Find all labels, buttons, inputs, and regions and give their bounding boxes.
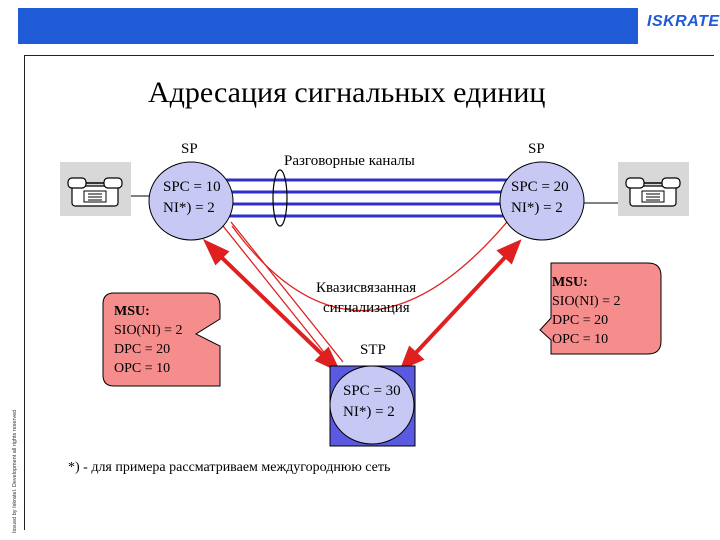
- signalling-links: [222, 215, 513, 367]
- node-right-ni: NI*) = 2: [511, 200, 563, 216]
- frame-left-line: [24, 55, 25, 530]
- msu-arrow-left: [202, 238, 342, 374]
- msu-right-opc: OPC = 10: [552, 332, 609, 347]
- msu-callout-right: [539, 262, 662, 355]
- node-right-spc: SPC = 20: [511, 179, 569, 195]
- node-stp-circle: [329, 365, 415, 445]
- msu-left-text: MSU: SIO(NI) = 2 DPC = 20 OPC = 10: [114, 302, 183, 378]
- msu-callout-left: [102, 292, 221, 387]
- node-stp-ni: NI*) = 2: [343, 404, 395, 420]
- node-left-spc: SPC = 10: [163, 179, 221, 195]
- quasi-associated-label-line1: Квазисвязанная: [316, 280, 417, 296]
- msu-right-text: MSU: SIO(NI) = 2 DPC = 20 OPC = 10: [552, 273, 621, 349]
- voice-trunk-lines: [220, 178, 512, 218]
- msu-right-dpc: DPC = 20: [552, 313, 609, 328]
- msu-left-opc: OPC = 10: [114, 361, 171, 376]
- msu-left-dpc: DPC = 20: [114, 342, 171, 357]
- node-left-ni: NI*) = 2: [163, 200, 215, 216]
- quasi-associated-label-line2: сигнализация: [323, 300, 410, 316]
- msu-left-title: MSU:: [114, 304, 150, 319]
- msu-arrow-right: [399, 239, 522, 371]
- iskratel-logo: ISKRATEL: [647, 13, 720, 30]
- msu-right-title: MSU:: [552, 275, 588, 290]
- telephone-left-icon: [60, 162, 131, 216]
- trunk-group-ellipse: [272, 169, 288, 227]
- node-stp-spc: SPC = 30: [343, 383, 401, 399]
- msu-right-sio: SIO(NI) = 2: [552, 294, 621, 309]
- telephone-right-icon: [618, 162, 689, 216]
- footnote: *) - для примера рассматриваем междугоро…: [68, 460, 391, 475]
- frame-top-line: [24, 55, 714, 56]
- header-bar: [18, 8, 638, 44]
- slide-title: Адресация сигнальных единиц: [148, 76, 546, 109]
- node-right-circle: [499, 161, 585, 241]
- node-right-role: SP: [528, 141, 545, 157]
- node-stp-role: STP: [360, 342, 386, 358]
- node-left-circle: [148, 161, 234, 241]
- node-left-role: SP: [181, 141, 198, 157]
- voice-channels-label: Разговорные каналы: [284, 153, 415, 169]
- msu-left-sio: SIO(NI) = 2: [114, 323, 183, 338]
